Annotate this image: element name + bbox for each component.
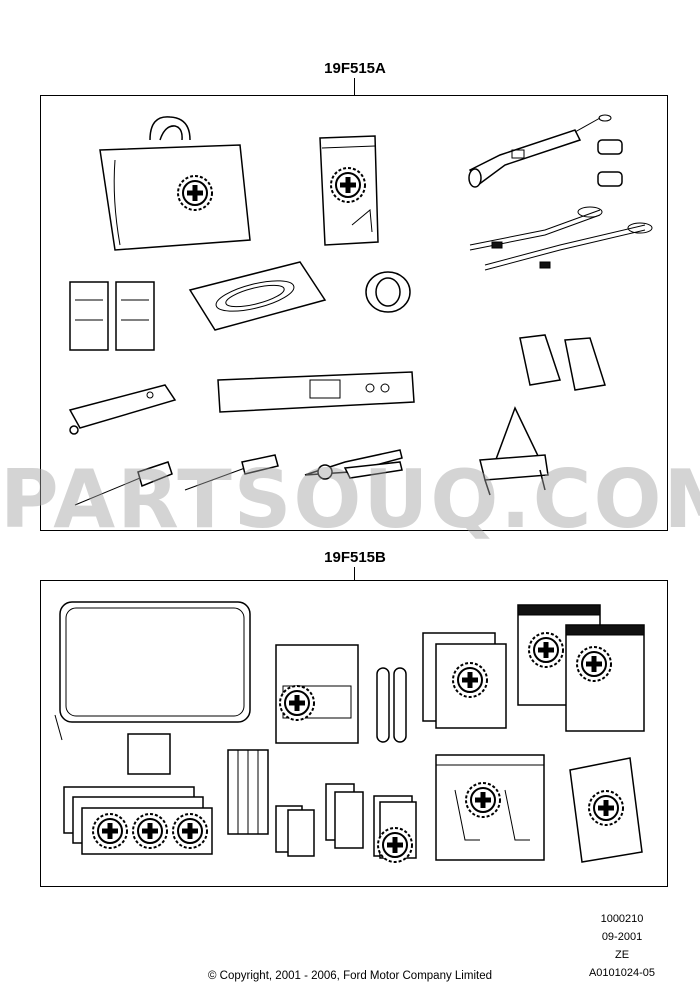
drawing-date: 09-2001 [601,931,643,943]
drawing-number: 1000210 [600,913,644,925]
jumper-cables [188,261,327,331]
bungee-cords [469,206,653,271]
folded-card [569,757,643,863]
warning-triangle [479,406,549,496]
dressing-packets [517,604,645,732]
pocket-knife [68,384,177,435]
drawing-code: ZE [614,949,630,961]
screwdrivers [74,454,279,506]
poncho-packets [69,281,155,351]
ointment-packets [373,795,417,863]
finger-splints [376,667,407,743]
bandage-strips [63,786,213,855]
glove-bag [435,754,545,861]
first-aid-booklet [275,644,359,744]
drawing-info: 1000210 09-2001 ZE A0101024-05 [562,910,682,982]
kit-a-frame [40,95,668,531]
wet-wipes-pack [319,135,379,246]
batteries [597,139,623,187]
kit-a-part-number: 19F515A [324,60,386,77]
kit-b-leader-line [354,567,355,581]
watermark: PARTSOUQ.COM [0,453,700,546]
kit-a-leader-line [354,78,355,96]
gloves [519,334,606,391]
kit-b-part-number: 19F515B [324,549,386,566]
flashlight [468,114,612,188]
guide-cards [422,632,507,729]
drawing-reference: A0101024-05 [588,967,656,979]
rolled-bandage [227,749,269,835]
copyright-notice: © Copyright, 2001 - 2006, Ford Motor Com… [208,970,492,982]
adhesive-bandages [275,783,364,857]
tire-gauge [217,371,415,413]
zipper-pouch [54,601,251,741]
pliers [304,449,403,480]
kit-b-frame [40,580,668,887]
tape-roll [365,271,411,313]
first-aid-bag [99,116,251,251]
gauze-pad [127,733,171,775]
